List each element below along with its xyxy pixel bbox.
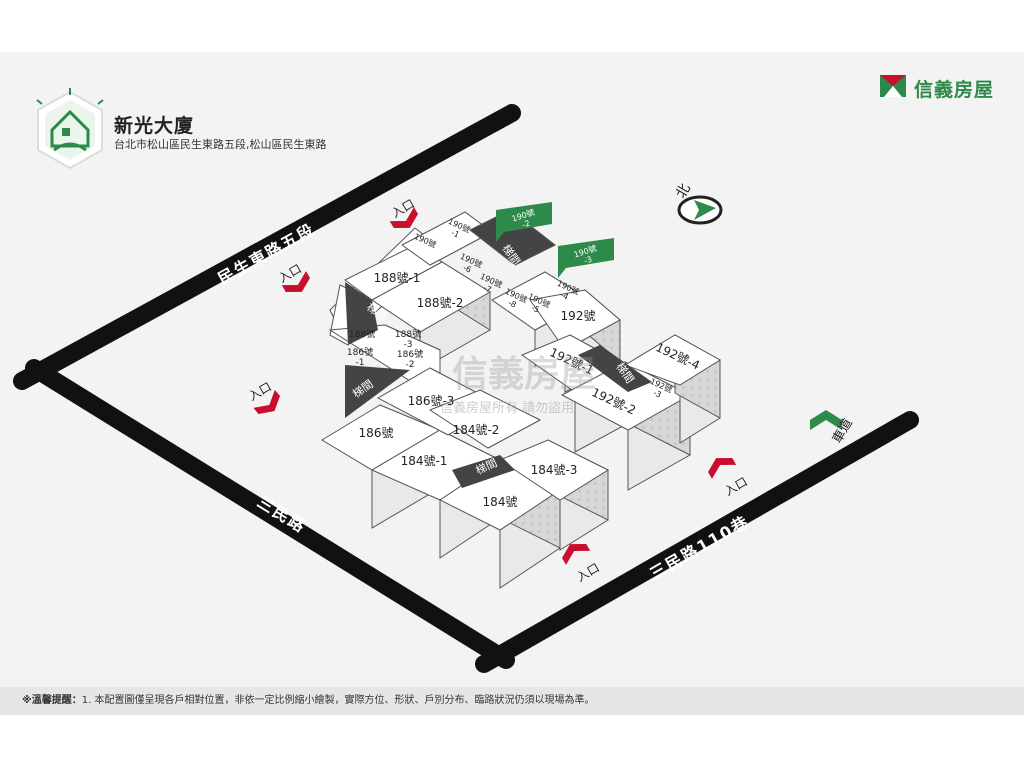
label-192: 192號 bbox=[561, 309, 596, 323]
tag-190-3: 190號-3 bbox=[558, 238, 614, 278]
brand-logo-icon bbox=[880, 75, 906, 97]
top-bar bbox=[0, 0, 1024, 52]
road-label-south: 三民路110巷 bbox=[647, 512, 753, 584]
label-188-2: 188號-2 bbox=[417, 296, 464, 310]
label-184: 184號 bbox=[483, 495, 518, 509]
roads bbox=[13, 104, 919, 673]
notice-text: 1. 本配置圖僅呈現各戶相對位置，非依一定比例縮小繪製，實際方位、形狀、戶別分布… bbox=[81, 695, 595, 706]
label-188-1: 188號-1 bbox=[374, 271, 421, 285]
tag-190-2: 190號-2 bbox=[496, 202, 552, 242]
elevator-192 bbox=[578, 345, 652, 392]
label-186-2: 186號-2 bbox=[397, 348, 423, 370]
entrance-north-2: 入口 bbox=[276, 261, 310, 292]
compass: 北 bbox=[673, 181, 723, 225]
north-arrow-icon bbox=[694, 200, 716, 220]
watermark-sub: 信義房屋所有 請勿盜用 bbox=[440, 400, 574, 416]
watermark-main: 信義房屋 bbox=[452, 354, 596, 395]
entrance-south-1: 入口 bbox=[708, 458, 750, 499]
entrance-north-2-arrow-icon bbox=[281, 271, 310, 292]
driveway-marker: 車道 bbox=[810, 410, 856, 446]
compass-label: 北 bbox=[673, 181, 694, 201]
road-north bbox=[13, 104, 521, 390]
unit-192-4 bbox=[623, 334, 721, 444]
entrance-south-2-label: 入口 bbox=[574, 560, 602, 584]
driveway-arrow-icon bbox=[810, 410, 842, 430]
building-address: 台北市松山區民生東路五段,松山區民生東路 bbox=[114, 138, 327, 151]
label-188-3: 188號-3 bbox=[395, 328, 421, 350]
diagram-stage bbox=[0, 52, 1024, 715]
unit-184-2-top bbox=[428, 389, 542, 449]
entrance-north-1-arrow-icon bbox=[389, 207, 418, 228]
label-188: 188號 bbox=[349, 328, 375, 340]
unit-184-3 bbox=[498, 439, 610, 551]
label-186-3: 186號-3 bbox=[408, 394, 455, 408]
brand-name: 信義房屋 bbox=[914, 79, 995, 101]
notice-bar: ※溫馨提醒：1. 本配置圖僅呈現各戶相對位置，非依一定比例縮小繪製，實際方位、形… bbox=[0, 687, 1024, 715]
entrance-west-arrow-icon bbox=[253, 389, 280, 414]
building-blocks: 188號-1 188號-2 188號 188號-3 186號-1 186號-2 186號-3… bbox=[321, 209, 721, 589]
road-west bbox=[25, 359, 515, 669]
label-184-3: 184號-3 bbox=[531, 463, 578, 477]
label-184-2: 184號-2 bbox=[453, 423, 500, 437]
label-184-1: 184號-1 bbox=[401, 454, 448, 468]
elevator-left-upper bbox=[345, 282, 378, 345]
notice-lead: ※溫馨提醒： bbox=[22, 695, 82, 706]
building-logo-icon bbox=[36, 88, 104, 170]
elevator-184 bbox=[452, 455, 515, 488]
road-south bbox=[475, 411, 919, 673]
entrance-south-1-arrow-icon bbox=[708, 458, 737, 479]
elevator-left-lower bbox=[345, 365, 410, 418]
entrance-west: 入口 bbox=[246, 379, 280, 414]
label-186-1: 186號-1 bbox=[347, 346, 373, 368]
entrance-west-label: 入口 bbox=[246, 379, 274, 403]
label-186: 186號 bbox=[359, 426, 394, 440]
entrance-south-1-label: 入口 bbox=[722, 474, 750, 498]
entrance-south-2-arrow-icon bbox=[562, 544, 591, 565]
building-name: 新光大廈 bbox=[114, 115, 195, 137]
bottom-bar bbox=[0, 715, 1024, 768]
